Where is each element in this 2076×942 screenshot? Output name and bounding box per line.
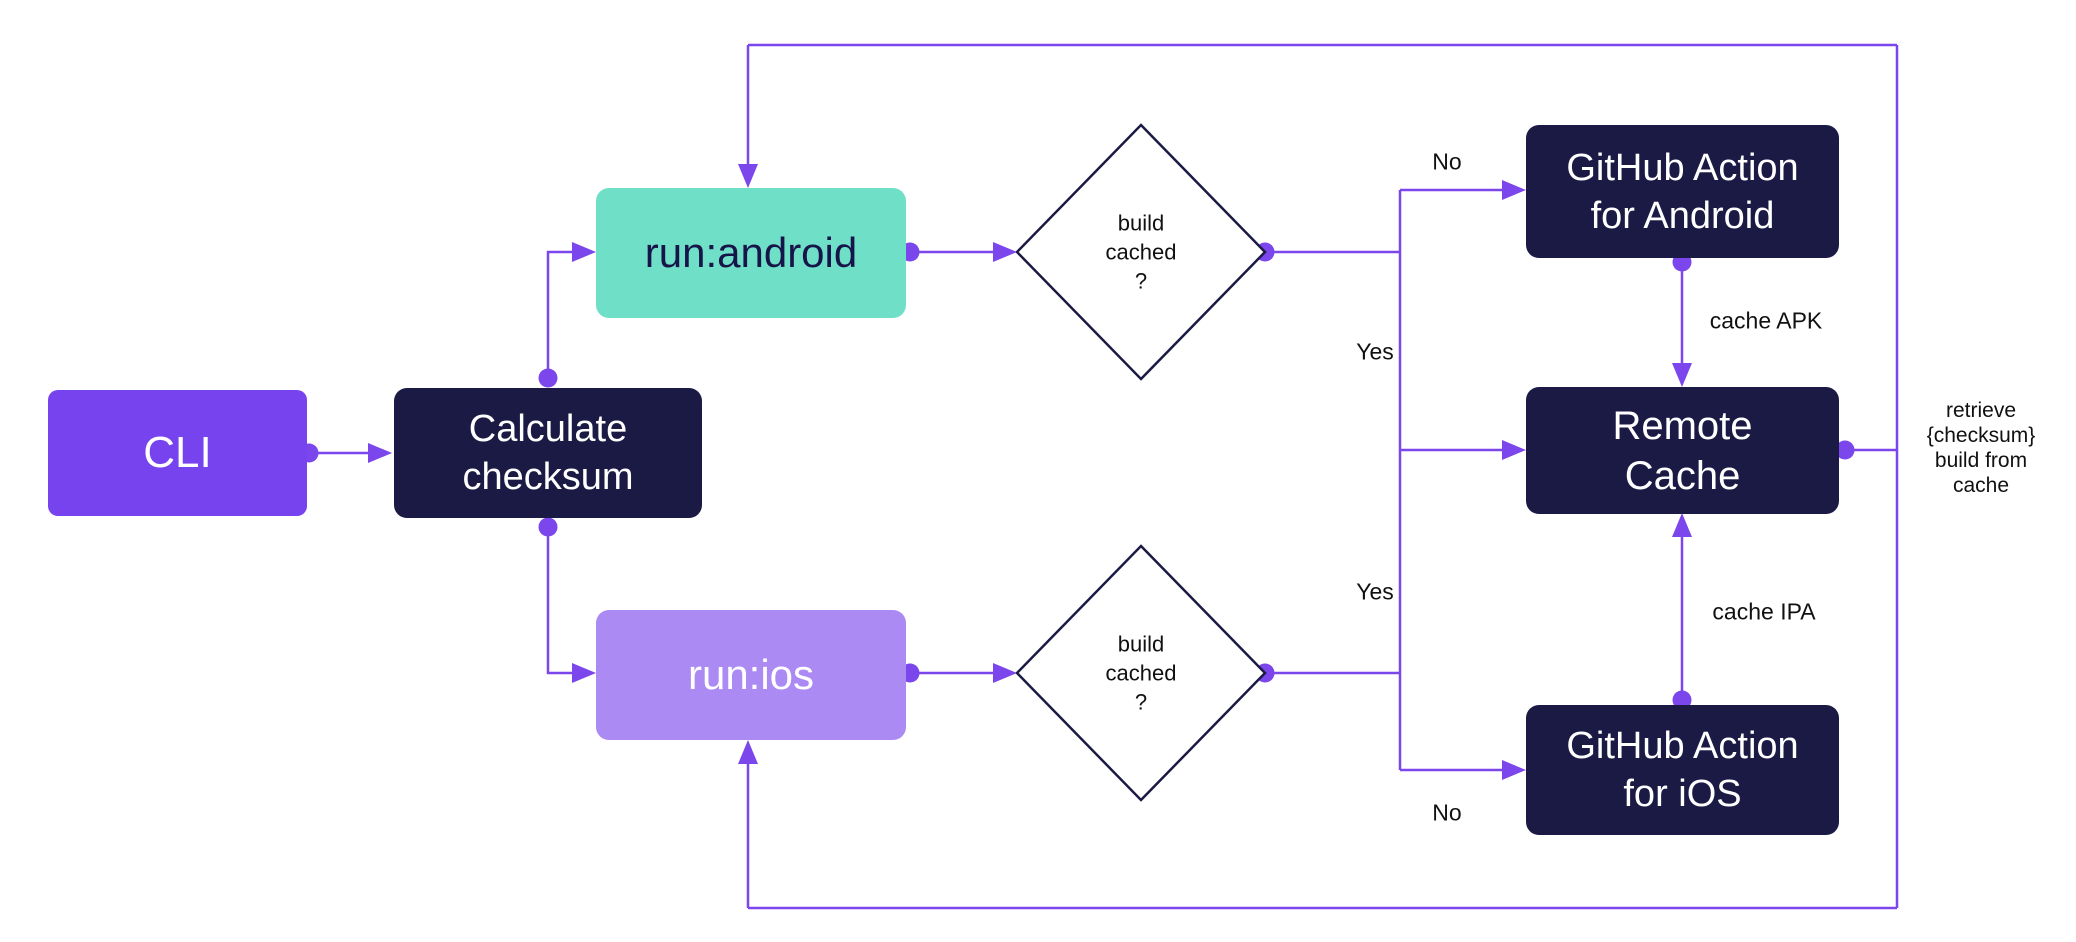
decision-android-label: build cached ? [1105,210,1177,294]
edge-run-android-to-decision [900,242,1017,262]
edge-cli-to-checksum [299,443,392,463]
edge-gha-android-to-remote-cache [1672,252,1692,387]
edge-no-to-gha-android [1400,180,1526,200]
edge-checksum-to-run-ios [538,517,596,683]
edge-label-no-android: No [1432,148,1462,175]
node-cli: CLI [48,390,307,516]
edge-no-to-gha-ios [1400,760,1526,780]
decision-ios-label: build cached ? [1105,631,1177,715]
edge-label-cache-ipa: cache IPA [1712,598,1816,625]
node-run-android: run:android [596,188,906,318]
edge-remote-cache-to-loop [1835,440,1897,460]
edge-loop-outer [748,43,1899,910]
node-run-ios: run:ios [596,610,906,740]
edge-yes-to-remote-cache [1400,440,1526,460]
edge-gha-ios-to-remote-cache [1672,513,1692,710]
edge-decision-android-to-bus [1255,242,1401,262]
edge-loop-to-run-ios [738,740,758,908]
edge-run-ios-to-decision [900,663,1017,683]
edge-label-no-ios: No [1432,799,1462,826]
decision-android-diamond [1015,123,1267,381]
edge-label-cache-apk: cache APK [1709,307,1823,334]
node-github-action-ios: GitHub Action for iOS [1526,705,1839,835]
edge-checksum-to-run-android [538,242,596,388]
edge-decision-ios-to-bus [1255,663,1401,683]
decision-ios-diamond [1015,544,1267,802]
node-calculate-checksum: Calculate checksum [394,388,702,518]
edge-label-yes-android: Yes [1356,338,1394,365]
edge-label-yes-ios: Yes [1356,578,1394,605]
edge-loop-to-run-android [738,45,758,188]
node-remote-cache: Remote Cache [1526,387,1839,514]
edge-label-retrieve-from-cache: retrieve {checksum} build from cache [1926,399,2036,497]
node-github-action-android: GitHub Action for Android [1526,125,1839,258]
